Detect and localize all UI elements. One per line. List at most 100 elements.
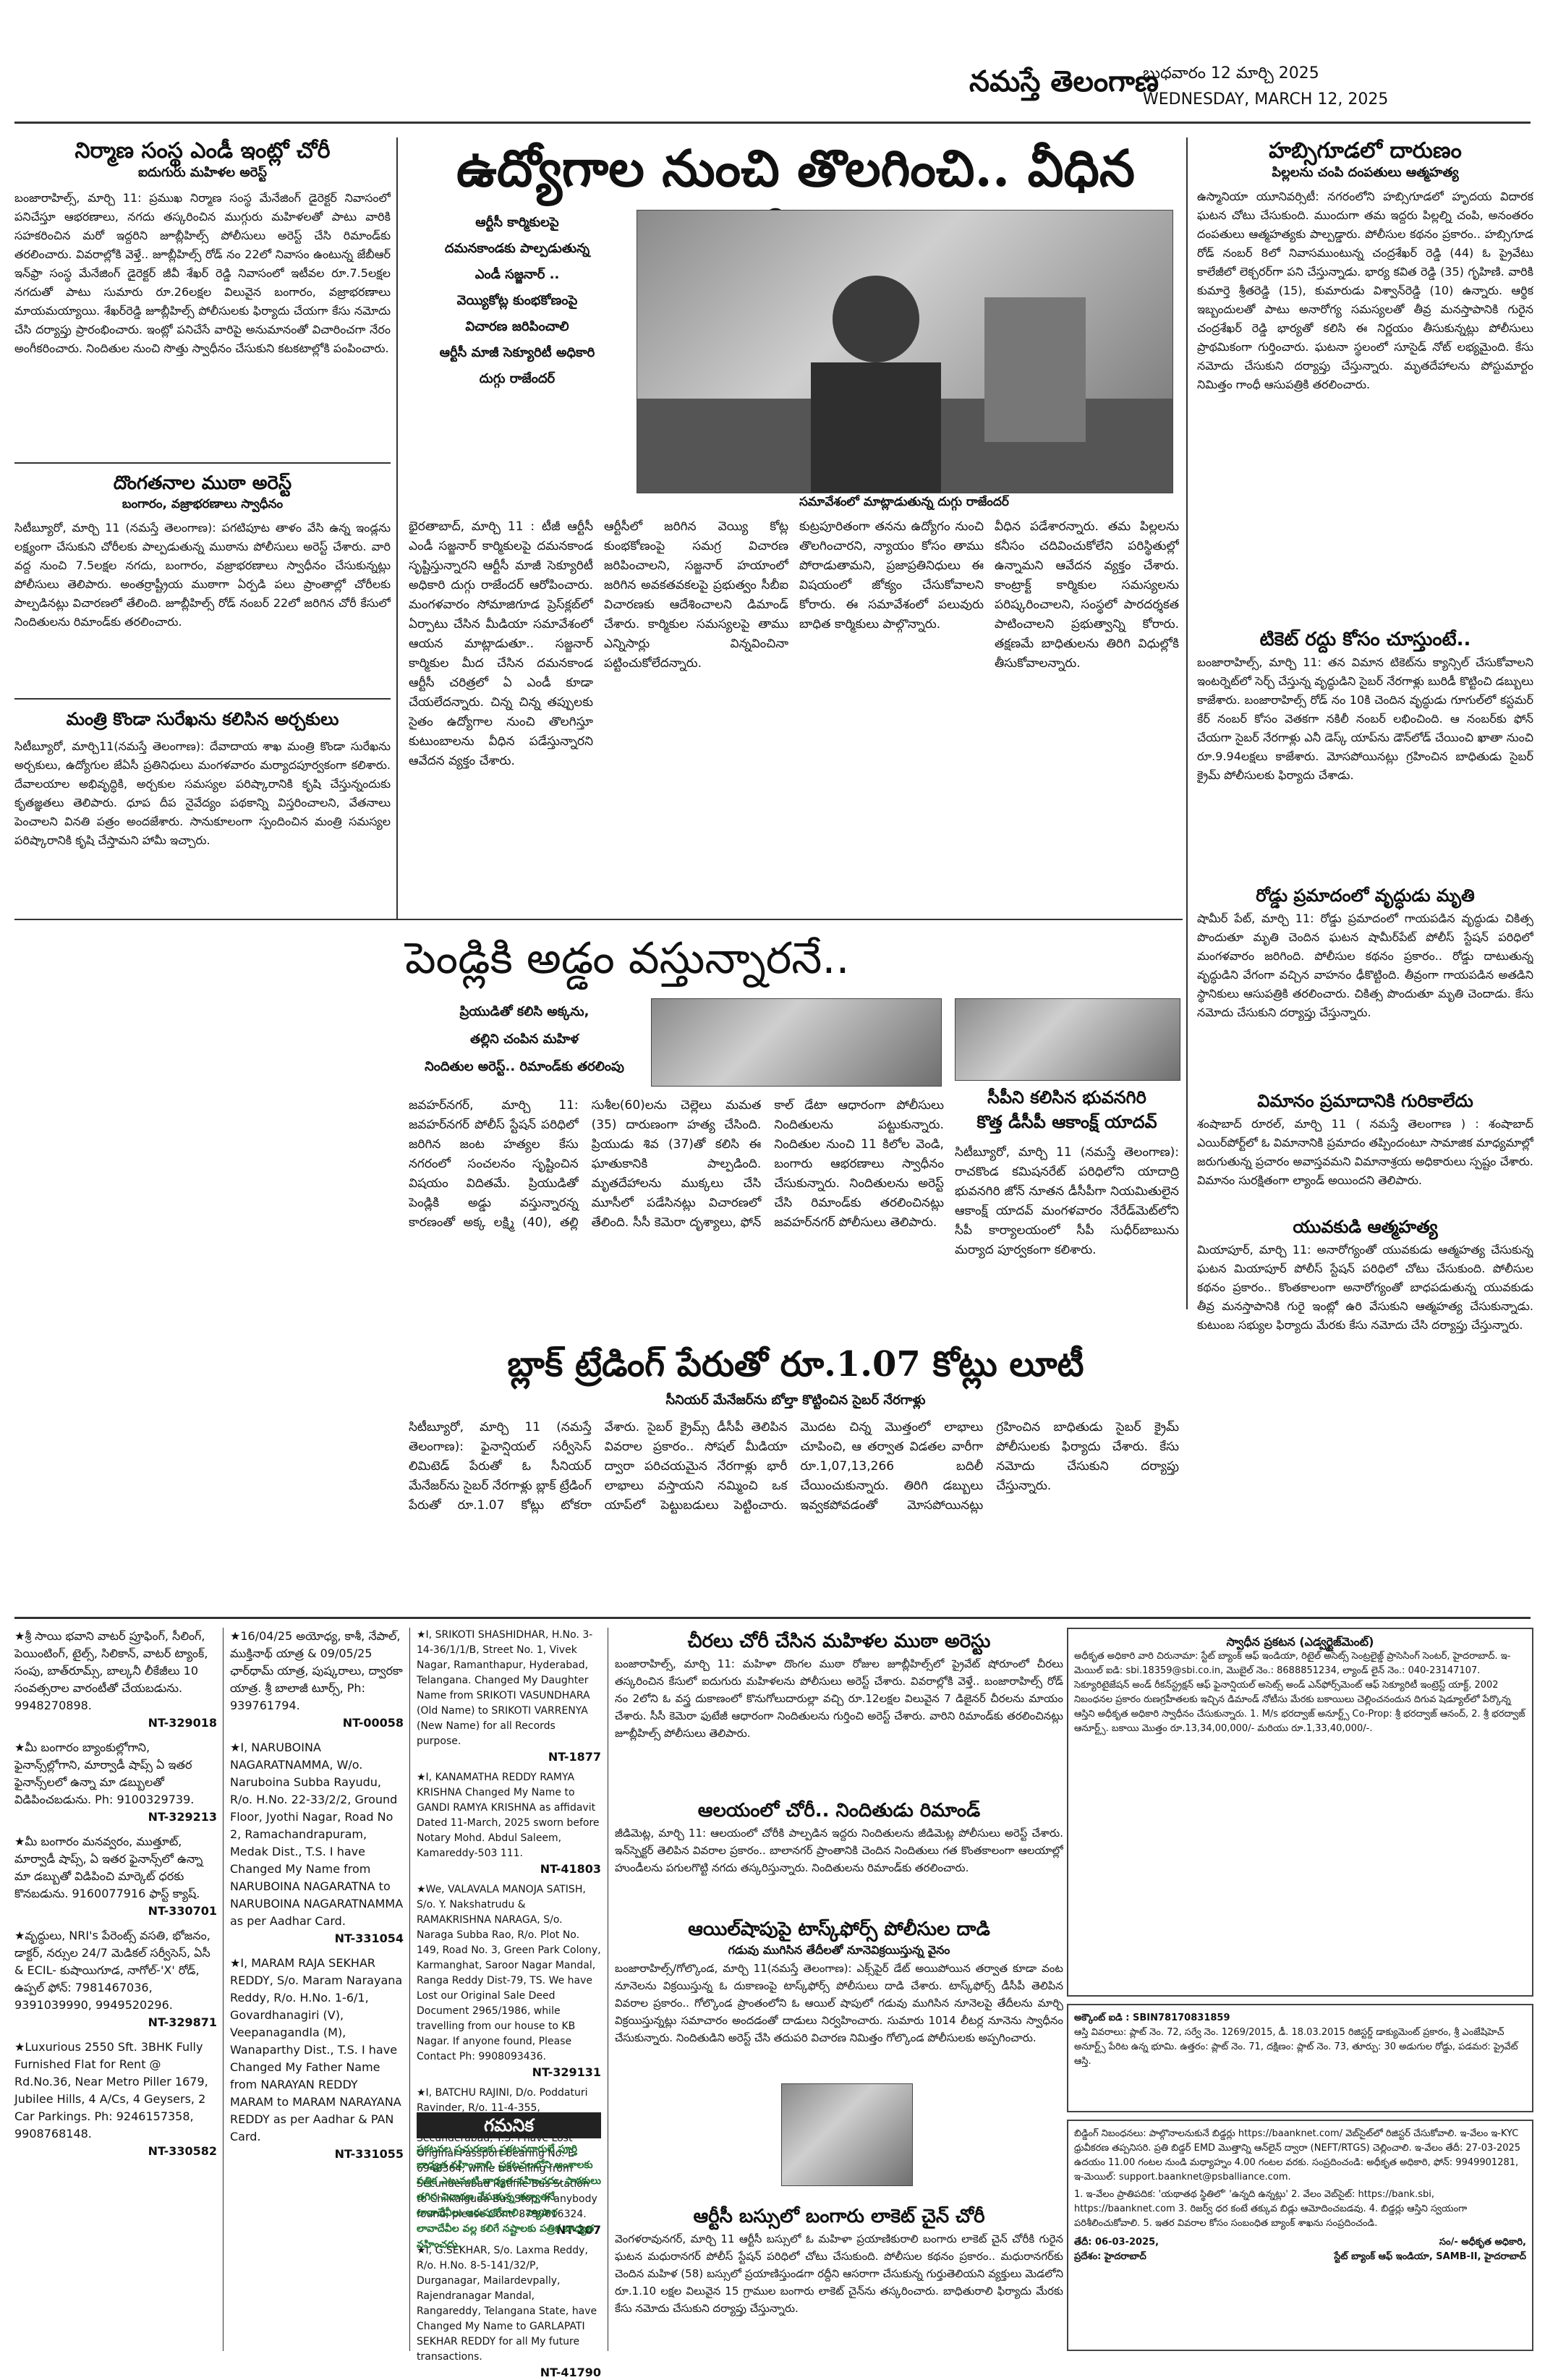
left-story2-headline: దొంగతనాల ముఠా అరెస్ట్: [113, 472, 292, 494]
bank-ad-signature: తేదీ: 06-03-2025,ప్రదేశం: హైదరాబాద్ సం/-…: [1074, 2237, 1526, 2262]
left-story2-sub: బంగారం, వజ్రాభరణాలు స్వాధీనం: [122, 497, 284, 511]
black-trading-body: సిటీబ్యూరో, మార్చి 11 (నమస్తే తెలంగాణ): …: [409, 1420, 1179, 1513]
classified-item: ★We, VALAVALA MANOJA SATISH, S/o. Y. Nak…: [417, 1884, 601, 2079]
classified-divider: [409, 1628, 410, 2351]
marriage-headline: పెండ్లికి అడ్డం వస్తున్నారనే..: [405, 933, 850, 984]
chain-headline: ఆర్టీసీ బస్సులో బంగారు లాకెట్ చైన్ చోరీ: [693, 2206, 985, 2227]
bank-ad-property: అక్కౌంట్ ఐడి : SBIN78170831859 ఆస్తి వివ…: [1067, 2004, 1533, 2112]
bank-ad-property-body: ఆస్తి వివరాలు: ప్లాట్ నెం. 72, సర్వే నెం…: [1074, 2027, 1518, 2067]
oil-body: బంజారాహిల్స్/గోల్కొండ, మార్చి 11(నమస్తే …: [615, 1962, 1063, 2044]
right-story5-headline: యువకుడి ఆత్మహత్య: [1293, 1217, 1438, 1237]
gamanika-title: గమనిక: [417, 2112, 601, 2138]
saree-headline: చీరలు చోరీ చేసిన మహిళల ముఠా అరెస్టు: [687, 1631, 991, 1652]
bank-ad-ref: అక్కౌంట్ ఐడి : SBIN78170831859: [1074, 2013, 1230, 2023]
classified-item: ★I, G.SEKHAR, S/o. Laxma Reddy, R/o. H.N…: [417, 2245, 601, 2379]
classified-rule: [14, 1617, 1531, 1619]
lead-sub-line: దమనకాండకు పాల్పడుతున్న: [444, 241, 590, 256]
right-story4-headline: విమానం ప్రమాదానికి గురికాలేదు: [1257, 1091, 1473, 1111]
black-trading-headline: బ్లాక్ ట్రేడింగ్ పేరుతో రూ.1.07 కోట్లు ల…: [507, 1344, 1084, 1385]
date-telugu: బుధవారం 12 మార్చి 2025: [1143, 64, 1319, 82]
masthead: నమస్తే తెలంగాణ: [969, 65, 1159, 98]
bank-ad-points: 1. ఇ-వేలం ప్రాతిపదిక: 'యథాతథ స్థితిలో' '…: [1074, 2189, 1468, 2229]
lead-photo-figure: [637, 276, 1172, 493]
classified-item: ★I, SRIKOTI SHASHIDHAR, H.No. 3-14-36/1/…: [417, 1629, 601, 1764]
left-rule1: [14, 462, 391, 464]
marriage-sub-line: తల్లిని చంపిన మహిళ: [469, 1032, 579, 1047]
right-story1-body: ఉస్మానియా యూనివర్సిటీ: నగరంలోని హబ్సిగూడ…: [1197, 190, 1533, 391]
marriage-photo: [651, 998, 942, 1087]
oil-headline: ఆయిల్‌షాపుపై టాస్క్‌ఫోర్స్ పోలీసుల దాడి: [688, 1918, 990, 1940]
right-divider: [1186, 137, 1188, 1309]
classified-divider: [223, 1628, 224, 2351]
saree-body: బంజారాహిల్స్, మార్చి 11: మహిళా దొంగల ముఠ…: [615, 1657, 1063, 1740]
lead-sub-line: వెయ్యికోట్ల కుంభకోణంపై: [456, 293, 578, 308]
lead-body-col3: కుట్రపూరితంగా తనను ఉద్యోగం నుంచి తొలగించ…: [799, 519, 984, 632]
marriage-sub-line: నిందితుల అరెస్ట్.. రిమాండ్‌కు తరలింపు: [425, 1059, 624, 1074]
right-story3-body: షామీర్ పేట్, మార్చి 11: రోడ్డు ప్రమాదంలో…: [1197, 911, 1533, 1019]
bank-ad-title: స్వాధీన ప్రకటన (ఎడ్వర్టైజ్‌మెంట్): [1226, 1635, 1374, 1649]
left-story3-headline: మంత్రి కొండా సురేఖను కలిసిన అర్చకులు: [66, 709, 339, 729]
lead-body-col1: భైరతాబాద్, మార్చి 11 : టీజీ ఆర్టీసీ ఎండీ…: [409, 519, 593, 768]
dcp-headline: సీపీని కలిసిన భువనగిరి కొత్త డీసీపీ ఆకాం…: [955, 1085, 1179, 1134]
lead-sub-line: ఆర్టీసీ మాజీ సెక్యూరిటీ అధికారి: [439, 345, 595, 360]
marriage-body: జవహర్‌నగర్, మార్చి 11: జవహర్‌నగర్ పోలీస్…: [409, 1098, 944, 1230]
classified-col1: ★శ్రీ సాయి భవాని వాటర్ ప్రూఫింగ్, సీలింగ…: [14, 1628, 217, 2160]
classified-item: ★I, KANAMATHA REDDY RAMYA KRISHNA Change…: [417, 1772, 601, 1876]
right-story1-sub: పిల్లలను చంపి దంపతులు ఆత్మహత్య: [1272, 165, 1459, 180]
left-divider: [396, 137, 398, 919]
bank-ad-bidding-body: బిడ్డింగ్ నిబంధనలు: పాల్గొనాలనుకునే బిడ్…: [1074, 2128, 1521, 2183]
marriage-subheads: ప్రియుడితో కలిసి అక్కను, తల్లిని చంపిన మ…: [409, 998, 640, 1081]
lead-sub-line: ఆర్టీసీ కార్మికులపై: [475, 215, 559, 230]
bank-ad-bidding: బిడ్డింగ్ నిబంధనలు: పాల్గొనాలనుకునే బిడ్…: [1067, 2120, 1533, 2351]
mid-rule: [14, 919, 1183, 920]
lead-body-col2: ఆర్టీసీలో జరిగిన వెయ్యి కోట్ల కుంభకోణంపై…: [604, 519, 788, 671]
classified-item: ★I, MARAM RAJA SEKHAR REDDY, S/o. Maram …: [230, 1956, 404, 2161]
classified-item: ★16/04/25 అయోధ్య, కాశీ, నేపాల్, ముక్తినా…: [230, 1629, 404, 1730]
right-story4-body: శంషాబాద్ రూరల్, మార్చి 11 ( నమస్తే తెలంగ…: [1197, 1117, 1533, 1187]
right-story5-body: మియాపూర్, మార్చి 11: అనారోగ్యంతో యువకుడు…: [1197, 1243, 1533, 1332]
classified-item: ★I, NARUBOINA NAGARATNAMMA, W/o. Naruboi…: [230, 1741, 404, 1945]
marriage-sub-line: ప్రియుడితో కలిసి అక్కను,: [459, 1004, 590, 1019]
left-rule2: [14, 698, 391, 700]
lead-sub-line: విచారణ జరిపించాలి: [465, 319, 569, 334]
lead-sub-line: ఎండీ సజ్జనార్ ..: [474, 267, 560, 282]
bank-ad-body: అధీకృత అధికారి వారి చిరునామా: స్టేట్ బ్య…: [1074, 1651, 1525, 1734]
top-rule: [14, 122, 1531, 124]
temple-body: జీడిమెట్ల, మార్చి 11: ఆలయంలో చోరీకి పాల్…: [615, 1827, 1063, 1874]
lead-subheads: ఆర్టీసీ కార్మికులపై దమనకాండకు పాల్పడుతున…: [409, 210, 626, 392]
classified-item: ★మీ బంగారం బ్యాంకుల్లోగాని, ఫైనాన్స్‌ల్ల…: [14, 1741, 217, 1824]
left-story1-body: బంజారాహిల్స్, మార్చి 11: ప్రముఖ నిర్మాణ …: [14, 191, 391, 355]
temple-headline: ఆలయంలో చోరీ.. నిందితుడు రిమాండ్: [697, 1800, 981, 1822]
left-story2-body: సిటీబ్యూరో, మార్చి 11 (నమస్తే తెలంగాణ): …: [14, 521, 391, 629]
right-story1-headline: హబ్సిగూడలో దారుణం: [1269, 138, 1462, 163]
lead-photo: [637, 210, 1173, 493]
classified-item: ★మీ బంగారం మనవ్వరం, ముత్తూట్, మార్వాడీ ష…: [14, 1835, 217, 1918]
classified-item: ★శ్రీ సాయి భవాని వాటర్ ప్రూఫింగ్, సీలింగ…: [14, 1629, 217, 1730]
dateline: బుధవారం 12 మార్చి 2025 WEDNESDAY, MARCH …: [1143, 61, 1388, 113]
dcp-headline-line2: కొత్త డీసీపీ ఆకాంక్ష్ యాదవ్: [976, 1112, 1157, 1132]
dcp-headline-line1: సీపీని కలిసిన భువనగిరి: [987, 1087, 1146, 1108]
left-story1-sub: ఐదుగురు మహిళల అరెస్ట్: [137, 165, 268, 180]
lead-sub-line: దుగ్గు రాజేందర్: [479, 371, 556, 386]
gamanika-text: ప్రకటనల ప్రచురణకు ప్రకటనదారులే పూర్తి బా…: [417, 2143, 601, 2251]
lead-body-col4: వీధిన పడేశారన్నారు. తమ పిల్లలను కనీసం చద…: [995, 519, 1179, 671]
left-story3-body: సిటీబ్యూరో, మార్చి11(నమస్తే తెలంగాణ): దే…: [14, 739, 391, 847]
classified-col3: ★I, SRIKOTI SHASHIDHAR, H.No. 3-14-36/1/…: [417, 1628, 601, 2380]
right-story3-headline: రోడ్డు ప్రమాదంలో వృద్ధుడు మృతి: [1256, 885, 1475, 906]
right-story2-headline: టికెట్ రద్దు కోసం చూస్తుంటే..: [1259, 629, 1471, 650]
oil-sub: గడువు ముగిసిన తేదీలతో నూనెవిక్రయిస్తున్న…: [728, 1943, 950, 1957]
left-column: నిర్మాణ సంస్థ ఎండీ ఇంట్లో చోరీ ఐదుగురు మ…: [14, 137, 391, 896]
right-story2-body: బంజారాహిల్స్, మార్చి 11: తన విమాన టికెట్…: [1197, 655, 1533, 782]
lower-stories: చీరలు చోరీ చేసిన మహిళల ముఠా అరెస్టు బంజా…: [615, 1628, 1063, 2360]
dcp-body: సిటీబ్యూరో, మార్చి 11 (నమస్తే తెలంగాణ): …: [955, 1145, 1179, 1257]
black-trading-sub: సీనియర్ మేనేజర్‌ను బోల్తా కొట్టించిన సైబ…: [665, 1393, 926, 1408]
dcp-photo: [955, 998, 1180, 1081]
classified-item: ★Luxurious 2550 Sft. 3BHK Fully Furnishe…: [14, 2040, 217, 2158]
bank-ad-possession: స్వాధీన ప్రకటన (ఎడ్వర్టైజ్‌మెంట్) అధీకృత…: [1067, 1628, 1533, 1997]
classified-col2: ★16/04/25 అయోధ్య, కాశీ, నేపాల్, ముక్తినా…: [230, 1628, 404, 2163]
lead-photo-caption: సమావేశంలో మాట్లాడుతున్న దుగ్గు రాజేందర్: [799, 495, 1009, 509]
right-column: హబ్సిగూడలో దారుణం పిల్లలను చంపి దంపతులు …: [1197, 137, 1533, 1356]
left-story1-headline: నిర్మాణ సంస్థ ఎండీ ఇంట్లో చోరీ: [75, 138, 331, 163]
oil-photo: [781, 2083, 913, 2186]
classified-item: ★వృద్ధులు, NRI's పేరెంట్స్ వసతి, భోజనం, …: [14, 1929, 217, 2029]
